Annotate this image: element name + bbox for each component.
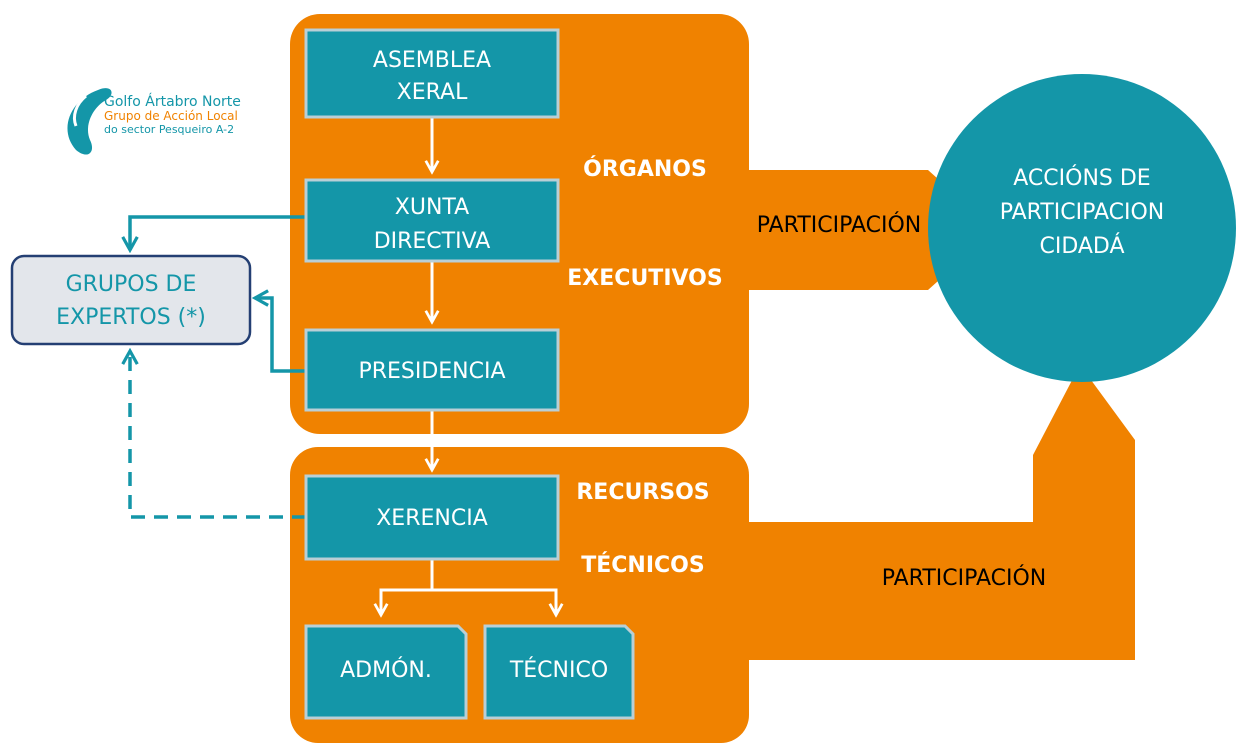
executivos-label: EXECUTIVOS <box>567 266 722 291</box>
participacion-arrow-top <box>733 170 995 290</box>
participacion-label-top: PARTICIPACIÓN <box>757 212 922 238</box>
xunta-box: XUNTA DIRECTIVA <box>304 178 560 263</box>
teal-connectors <box>130 215 306 519</box>
logo-line1: Golfo Ártabro Norte <box>104 93 241 110</box>
admon-label: ADMÓN. <box>340 657 432 683</box>
asamblea-box: ASEMBLEA XERAL <box>304 28 560 119</box>
circle-line3: CIDADÁ <box>1039 233 1124 259</box>
admon-box: ADMÓN. <box>304 624 468 720</box>
tecnico-box: TÉCNICO <box>483 624 635 720</box>
participacion-arrow-bottom <box>708 365 1135 660</box>
participacion-label-bottom: PARTICIPACIÓN <box>882 565 1047 591</box>
circle-line1: ACCIÓNS DE <box>1013 165 1150 191</box>
white-connectors <box>381 118 556 615</box>
tecnico-label: TÉCNICO <box>509 657 608 683</box>
grupos-expertos-box: GRUPOS DE EXPERTOS (*) <box>10 254 252 346</box>
accions-circle <box>928 74 1236 382</box>
organos-label: ÓRGANOS <box>583 156 707 182</box>
presidencia-label: PRESIDENCIA <box>358 359 505 384</box>
asamblea-line1: ASEMBLEA <box>373 48 491 73</box>
logo-line3: do sector Pesqueiro A-2 <box>104 123 234 136</box>
circle-line2: PARTICIPACION <box>1000 200 1165 225</box>
xunta-line2: DIRECTIVA <box>374 229 491 254</box>
logo-line2: Grupo de Acción Local <box>104 109 238 123</box>
recursos-label: RECURSOS <box>576 480 709 505</box>
presidencia-box: PRESIDENCIA <box>304 328 560 412</box>
xerencia-label: XERENCIA <box>376 506 488 531</box>
tecnicos-label: TÉCNICOS <box>581 552 704 578</box>
logo: Golfo Ártabro Norte Grupo de Acción Loca… <box>67 88 241 155</box>
xerencia-box: XERENCIA <box>304 474 560 561</box>
xunta-line1: XUNTA <box>395 195 469 220</box>
asamblea-line2: XERAL <box>397 80 468 105</box>
grupos-line1: GRUPOS DE <box>66 272 197 297</box>
grupos-line2: EXPERTOS (*) <box>56 305 206 330</box>
